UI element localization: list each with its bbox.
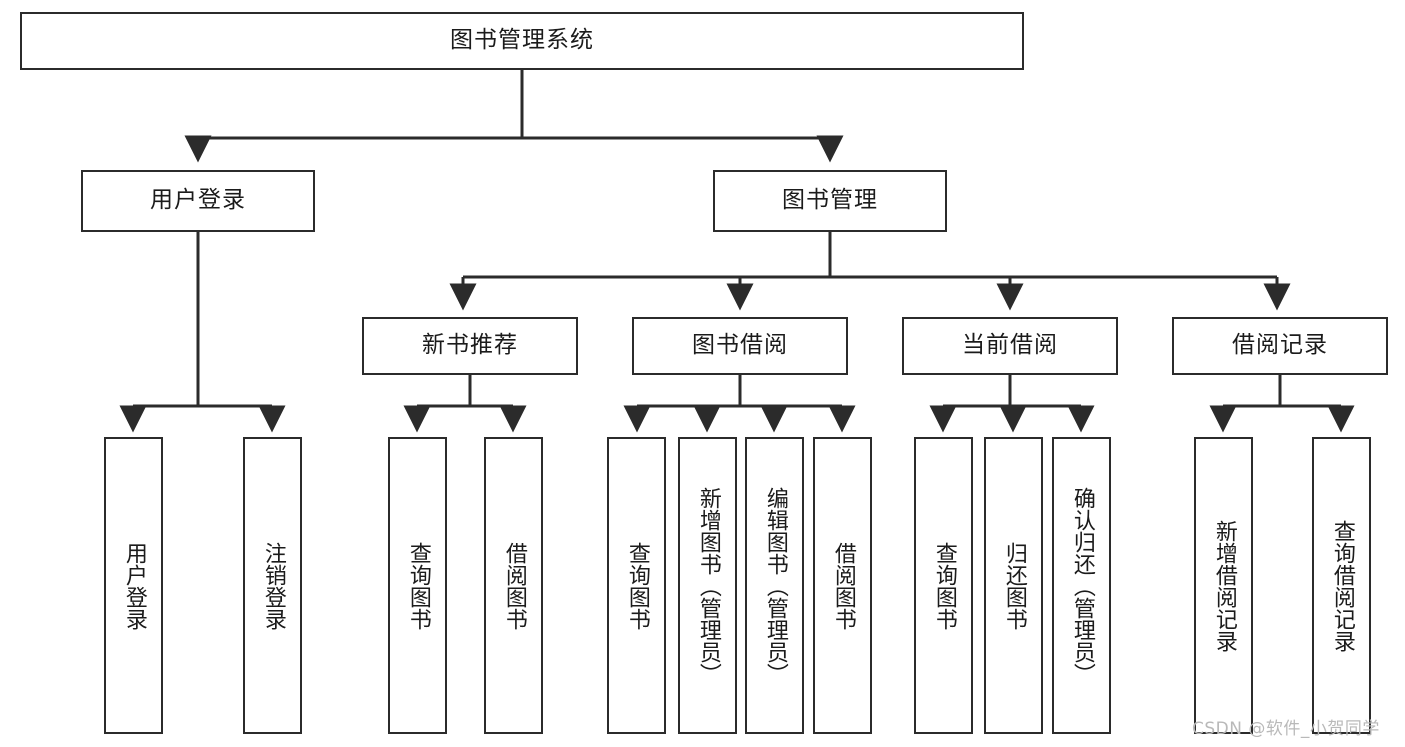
node-leaf-query-record[interactable]: 查询借阅记录	[1312, 437, 1371, 734]
node-leaf-edit-book[interactable]: 编辑图书（管理员）	[745, 437, 804, 734]
node-borrow-record[interactable]: 借阅记录	[1172, 317, 1388, 375]
node-user-login-label: 用户登录	[150, 187, 246, 214]
node-leaf-confirm-return-label: 确认归还（管理员）	[1069, 486, 1095, 685]
node-leaf-borrow-book-2-label: 借阅图书	[830, 541, 856, 630]
node-leaf-query-book-2-label: 查询图书	[624, 541, 650, 630]
node-leaf-return-book[interactable]: 归还图书	[984, 437, 1043, 734]
node-leaf-query-book-3-label: 查询图书	[931, 541, 957, 630]
node-leaf-edit-book-label: 编辑图书（管理员）	[762, 486, 788, 685]
node-leaf-user-logout-label: 注销登录	[260, 541, 286, 630]
node-current-borrow-label: 当前借阅	[962, 332, 1058, 359]
node-leaf-confirm-return[interactable]: 确认归还（管理员）	[1052, 437, 1111, 734]
node-leaf-add-record[interactable]: 新增借阅记录	[1194, 437, 1253, 734]
node-leaf-user-login[interactable]: 用户登录	[104, 437, 163, 734]
node-borrow-record-label: 借阅记录	[1232, 332, 1328, 359]
node-book-management-label: 图书管理	[782, 187, 878, 214]
node-leaf-query-book-2[interactable]: 查询图书	[607, 437, 666, 734]
csdn-watermark: CSDN @软件_小贺同学	[1192, 719, 1380, 739]
node-leaf-borrow-book-1-label: 借阅图书	[501, 541, 527, 630]
node-root-label: 图书管理系统	[450, 27, 594, 54]
node-book-borrow-label: 图书借阅	[692, 332, 788, 359]
node-leaf-return-book-label: 归还图书	[1001, 541, 1027, 630]
node-leaf-query-book-1[interactable]: 查询图书	[388, 437, 447, 734]
node-leaf-borrow-book-1[interactable]: 借阅图书	[484, 437, 543, 734]
node-leaf-add-book[interactable]: 新增图书（管理员）	[678, 437, 737, 734]
node-leaf-borrow-book-2[interactable]: 借阅图书	[813, 437, 872, 734]
node-root[interactable]: 图书管理系统	[20, 12, 1024, 70]
node-current-borrow[interactable]: 当前借阅	[902, 317, 1118, 375]
node-user-login[interactable]: 用户登录	[81, 170, 315, 232]
node-leaf-add-book-label: 新增图书（管理员）	[695, 486, 721, 685]
node-new-book-recommend[interactable]: 新书推荐	[362, 317, 578, 375]
node-leaf-query-book-1-label: 查询图书	[405, 541, 431, 630]
node-leaf-user-logout[interactable]: 注销登录	[243, 437, 302, 734]
node-leaf-query-record-label: 查询借阅记录	[1329, 519, 1355, 652]
node-book-management[interactable]: 图书管理	[713, 170, 947, 232]
node-book-borrow[interactable]: 图书借阅	[632, 317, 848, 375]
node-leaf-add-record-label: 新增借阅记录	[1211, 519, 1237, 652]
node-leaf-user-login-label: 用户登录	[121, 541, 147, 630]
node-leaf-query-book-3[interactable]: 查询图书	[914, 437, 973, 734]
node-new-book-recommend-label: 新书推荐	[422, 332, 518, 359]
